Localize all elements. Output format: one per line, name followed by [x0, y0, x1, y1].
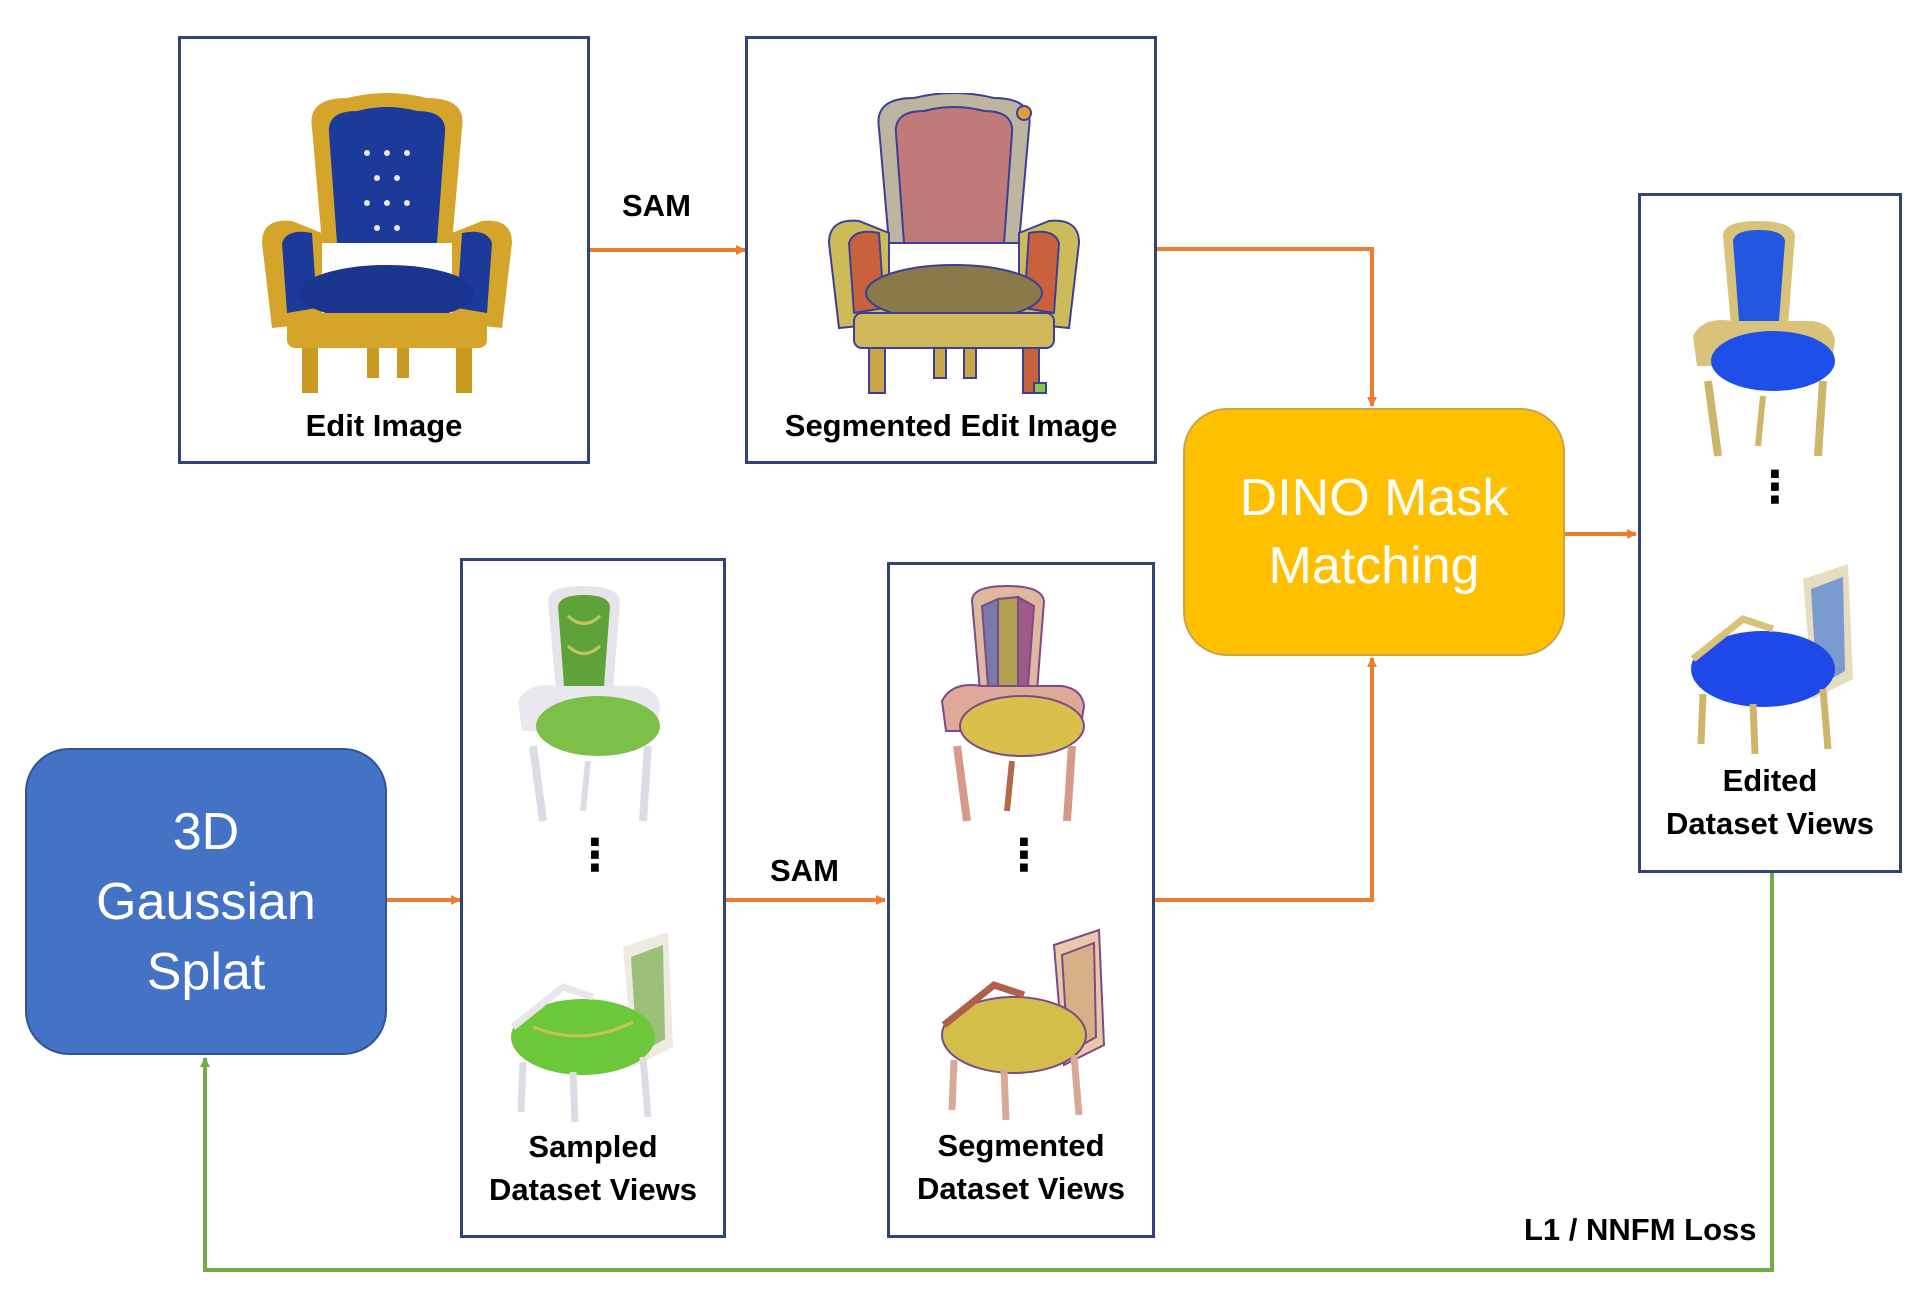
edited-chair-view-1	[1693, 221, 1835, 457]
gaussian-splat-node: 3D Gaussian Splat	[25, 748, 387, 1055]
sampled-label-line-2: Dataset Views	[489, 1172, 697, 1207]
dino-line-1: DINO Mask	[1239, 469, 1509, 527]
edited-ellipsis: ⋮	[1753, 463, 1797, 512]
edit-image-panel: Edit Image	[178, 36, 590, 464]
sampled-label-line-1: Sampled	[528, 1129, 658, 1164]
arrow-segmented-views-to-dino	[1153, 657, 1377, 902]
arrow-segmented-to-dino	[1155, 247, 1377, 407]
splat-line-1: 3D	[172, 802, 240, 861]
edited-label-line-2: Dataset Views	[1666, 806, 1874, 841]
sampled-ellipsis: ⋮	[573, 831, 617, 880]
segmented-throne-chair-image	[827, 93, 1081, 394]
segmented-dataset-views-panel: ⋮ Segmented Dataset Views	[887, 562, 1155, 1238]
segmented-chair-view-1	[940, 584, 1086, 822]
dino-line-2: Matching	[1268, 537, 1480, 595]
edited-dataset-views-panel: ⋮ Edited Dataset Views	[1638, 193, 1902, 873]
sampled-dataset-views-panel: ⋮ Sampled Dataset Views	[460, 558, 726, 1238]
segmented-views-ellipsis: ⋮	[1002, 831, 1046, 880]
segmented-edit-image-label: Segmented Edit Image	[784, 408, 1118, 443]
segmented-edit-image-panel: Segmented Edit Image	[745, 36, 1157, 464]
loss-label: L1 / NNFM Loss	[1524, 1212, 1757, 1247]
segmented-chair-view-2	[941, 928, 1106, 1121]
throne-chair-image	[262, 93, 512, 393]
segmented-views-label-line-2: Dataset Views	[917, 1171, 1125, 1206]
dino-mask-matching-node: DINO Mask Matching	[1183, 408, 1565, 656]
sam-label-top: SAM	[622, 188, 691, 223]
edited-label-line-1: Edited	[1722, 763, 1818, 798]
sampled-chair-view-2	[510, 932, 673, 1123]
splat-line-2: Gaussian	[96, 872, 316, 931]
segmented-views-label-line-1: Segmented	[937, 1128, 1105, 1163]
sampled-chair-view-1	[518, 586, 660, 822]
sam-label-bottom: SAM	[770, 853, 839, 888]
arrow-loss-feedback	[200, 873, 1774, 1272]
splat-line-3: Splat	[146, 942, 266, 1001]
edit-image-label: Edit Image	[305, 408, 463, 443]
edited-chair-view-2	[1690, 564, 1853, 755]
